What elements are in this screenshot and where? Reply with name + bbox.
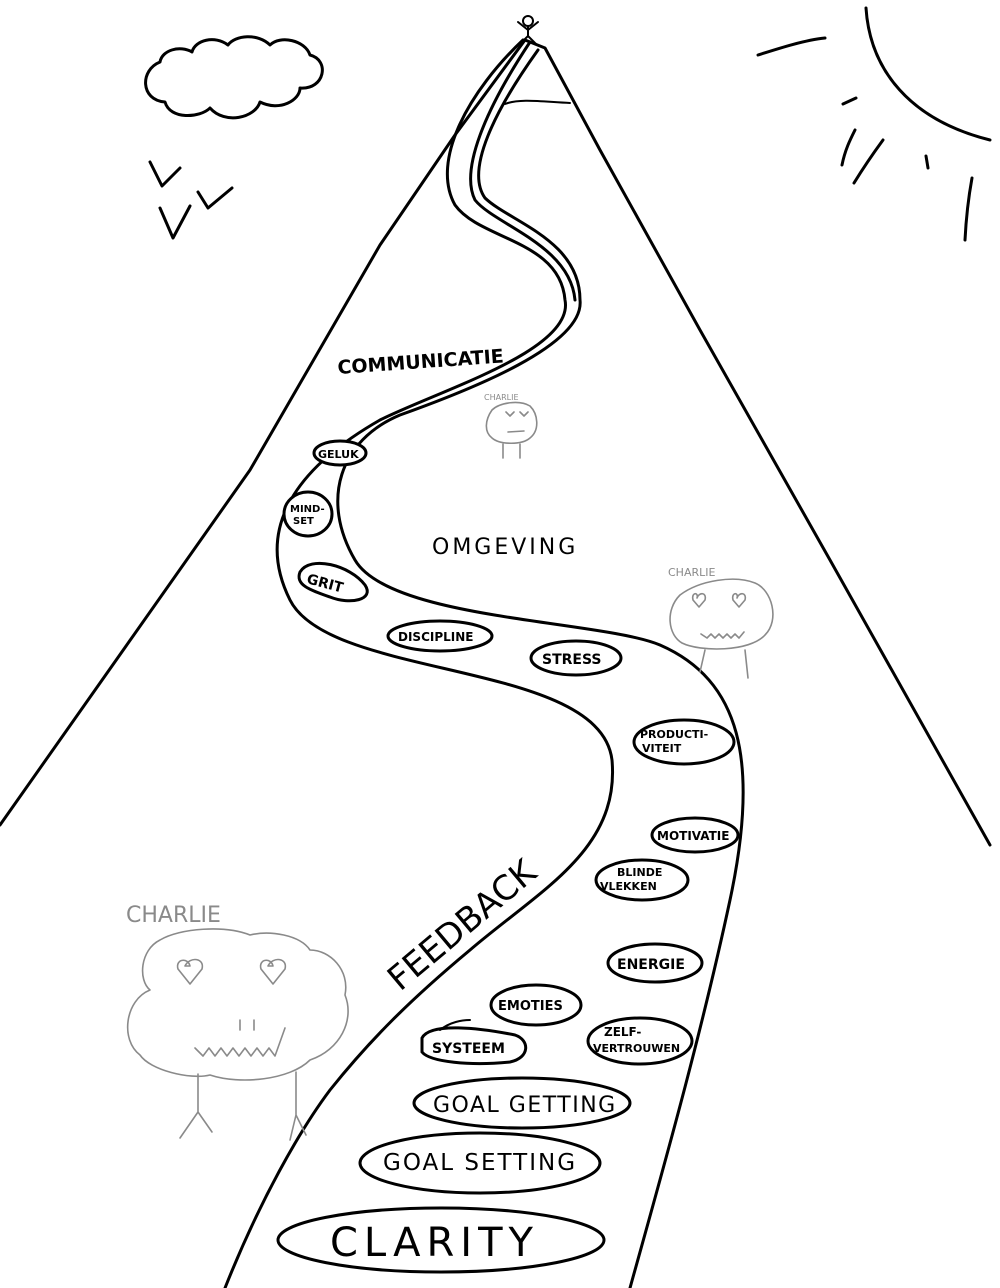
stone-mindset-label-2: SET <box>293 516 314 527</box>
stone-geluk-label: GELUK <box>318 448 359 461</box>
stone-emoties-label: EMOTIES <box>498 999 563 1014</box>
label-communicatie: COMMUNICATIE <box>337 345 505 379</box>
charlie-medium-label: CHARLIE <box>668 566 715 579</box>
sun-icon <box>758 8 990 240</box>
stone-goal-setting-label: GOAL SETTING <box>383 1150 577 1176</box>
stone-zelfvertrouwen-label-2: VERTROUWEN <box>593 1042 680 1055</box>
stone-blinde-vlekken-label-2: VLEKKEN <box>600 880 657 893</box>
stone-discipline-label: DISCIPLINE <box>398 630 474 644</box>
stone-clarity-label: CLARITY <box>330 1220 539 1266</box>
stone-motivatie-label: MOTIVATIE <box>657 829 729 843</box>
stone-productiviteit-label-1: PRODUCTI- <box>640 728 708 741</box>
charlie-small: CHARLIE <box>484 393 537 458</box>
stone-mindset-label-1: MIND- <box>290 504 325 515</box>
stone-blinde-vlekken-label-1: BLINDE <box>617 866 662 879</box>
bird-icon <box>150 162 232 238</box>
charlie-large: CHARLIE <box>126 903 348 1140</box>
stone-energie-label: ENERGIE <box>617 957 685 973</box>
stone-stress-label: STRESS <box>542 652 602 668</box>
label-omgeving: OMGEVING <box>432 535 578 560</box>
charlie-large-label: CHARLIE <box>126 903 221 928</box>
label-feedback: FEEDBACK <box>380 851 545 999</box>
stone-zelfvertrouwen-label-1: ZELF- <box>604 1025 641 1039</box>
stone-productiviteit-label-2: VITEIT <box>642 742 682 755</box>
stone-systeem-label: SYSTEEM <box>432 1041 505 1057</box>
stone-goal-getting-label: GOAL GETTING <box>433 1093 617 1118</box>
charlie-small-label: CHARLIE <box>484 393 519 402</box>
charlie-medium: CHARLIE <box>668 566 773 678</box>
cloud-icon <box>146 37 323 118</box>
